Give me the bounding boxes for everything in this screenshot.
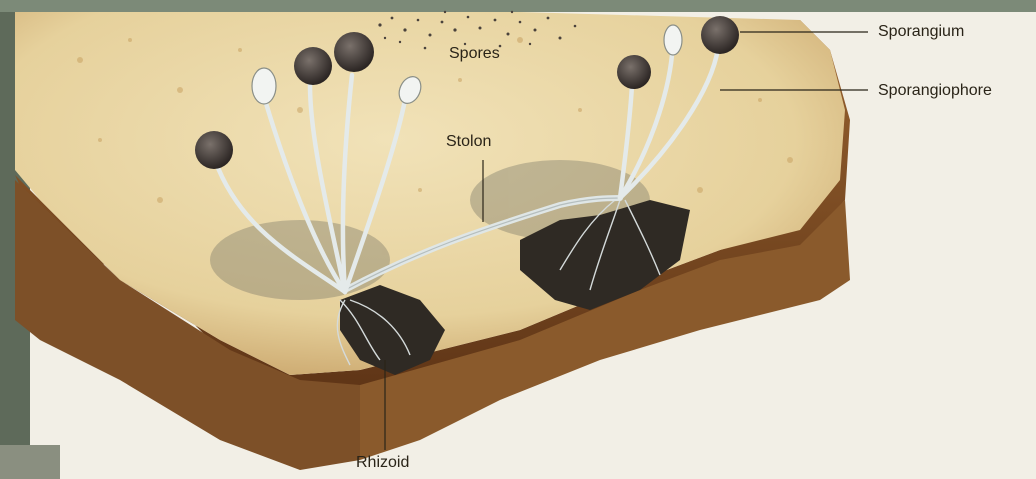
label-sporangiophore: Sporangiophore (878, 83, 992, 99)
label-spores: Spores (449, 46, 500, 62)
label-stolon: Stolon (446, 134, 491, 150)
label-rhizoid: Rhizoid (356, 455, 409, 471)
label-sporangium: Sporangium (878, 24, 964, 40)
